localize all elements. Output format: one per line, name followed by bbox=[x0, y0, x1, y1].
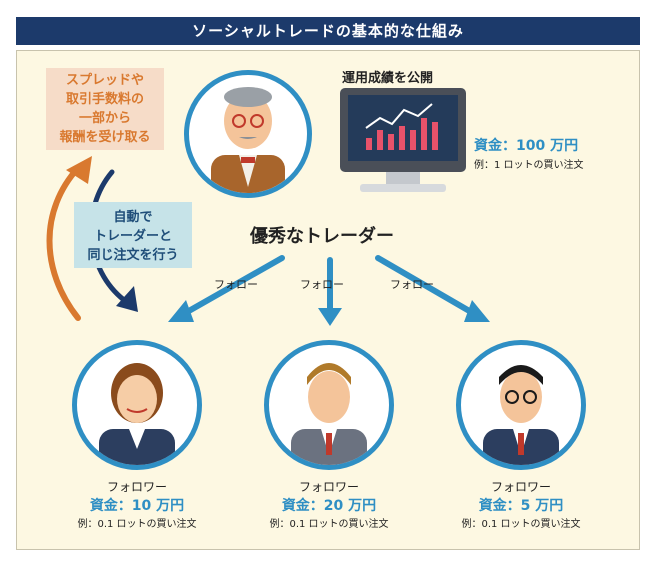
follow-arrowhead-center bbox=[318, 308, 342, 326]
leader-figure-icon bbox=[211, 87, 285, 193]
reward-line-1: スプレッドや bbox=[65, 73, 144, 88]
follower-caption-1: フォロワー 資金：10 万円 例：0.1 ロットの買い注文 bbox=[52, 478, 222, 530]
diagram-title: ソーシャルトレードの基本的な仕組み bbox=[16, 17, 640, 45]
follow-arrowhead-left bbox=[168, 300, 194, 322]
auto-line-2: トレーダーと bbox=[93, 229, 172, 244]
reward-arrow bbox=[46, 165, 81, 321]
follower-avatar-3 bbox=[456, 340, 586, 470]
auto-line-1: 自動で bbox=[113, 210, 153, 225]
monitor-icon bbox=[340, 88, 466, 192]
follower-caption-2: フォロワー 資金：20 万円 例：0.1 ロットの買い注文 bbox=[244, 478, 414, 530]
follower-avatar-2 bbox=[264, 340, 394, 470]
follow-arrow-left bbox=[177, 255, 285, 319]
follower-name: フォロワー bbox=[298, 480, 359, 494]
follower-man-icon bbox=[291, 363, 367, 465]
follower-fund: 資金：5 万円 bbox=[478, 498, 564, 514]
follower-fund: 資金：20 万円 bbox=[281, 498, 377, 514]
reward-line-3: 一部から bbox=[78, 111, 131, 126]
follower-order-note: 例：0.1 ロットの買い注文 bbox=[269, 519, 389, 530]
reward-line-2: 取引手数料の bbox=[65, 92, 144, 107]
follower-woman-icon bbox=[99, 363, 175, 465]
auto-order-box: 自動で トレーダーと 同じ注文を行う bbox=[74, 202, 192, 268]
follow-arrow-right bbox=[375, 255, 481, 319]
follow-label-right: フォロー bbox=[390, 278, 434, 291]
follower-caption-3: フォロワー 資金：5 万円 例：0.1 ロットの買い注文 bbox=[436, 478, 606, 530]
auto-order-arrowhead bbox=[116, 286, 138, 312]
follower-glasses-man-icon bbox=[483, 365, 559, 465]
follower-order-note: 例：0.1 ロットの買い注文 bbox=[461, 519, 581, 530]
follower-order-note: 例：0.1 ロットの買い注文 bbox=[77, 519, 197, 530]
reward-arrowhead bbox=[66, 156, 92, 184]
follower-name: フォロワー bbox=[106, 480, 167, 494]
leader-fund: 資金：100 万円 bbox=[474, 138, 579, 154]
reward-line-4: 報酬を受け取る bbox=[59, 130, 151, 145]
auto-line-3: 同じ注文を行う bbox=[87, 248, 179, 263]
leader-avatar bbox=[184, 70, 312, 198]
reward-info-box: スプレッドや 取引手数料の 一部から 報酬を受け取る bbox=[46, 68, 164, 150]
leader-order-note: 例：1 ロットの買い注文 bbox=[474, 160, 584, 171]
monitor-caption: 運用成績を公開 bbox=[342, 71, 434, 86]
leader-label: 優秀なトレーダー bbox=[250, 226, 394, 247]
follower-fund: 資金：10 万円 bbox=[89, 498, 185, 514]
follow-label-center: フォロー bbox=[300, 278, 344, 291]
follower-name: フォロワー bbox=[490, 480, 551, 494]
follow-arrowhead-right bbox=[464, 300, 490, 322]
follower-avatar-1 bbox=[72, 340, 202, 470]
follow-label-left: フォロー bbox=[214, 278, 258, 291]
